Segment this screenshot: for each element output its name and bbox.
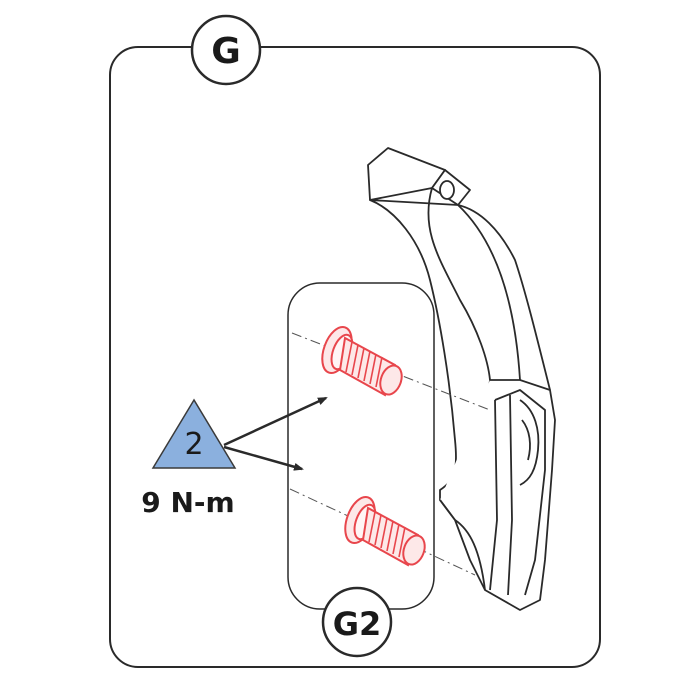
arrow-to-lower-bolt xyxy=(223,445,304,471)
arrow-to-upper-bolt xyxy=(223,396,328,447)
tool-size-label: 2 xyxy=(184,427,203,462)
caliper-bracket-icon xyxy=(367,147,556,611)
step-badge: G xyxy=(190,14,262,86)
torque-value: 9 N-m xyxy=(141,486,234,519)
detail-label: G2 xyxy=(333,605,382,643)
detail-badge: G2 xyxy=(321,586,393,658)
upper-bolt-icon xyxy=(321,326,403,397)
hex-key-triangle-icon: 2 xyxy=(151,398,237,469)
lower-bolt-icon xyxy=(344,496,426,567)
step-label: G xyxy=(211,31,241,72)
step-frame xyxy=(109,46,601,668)
